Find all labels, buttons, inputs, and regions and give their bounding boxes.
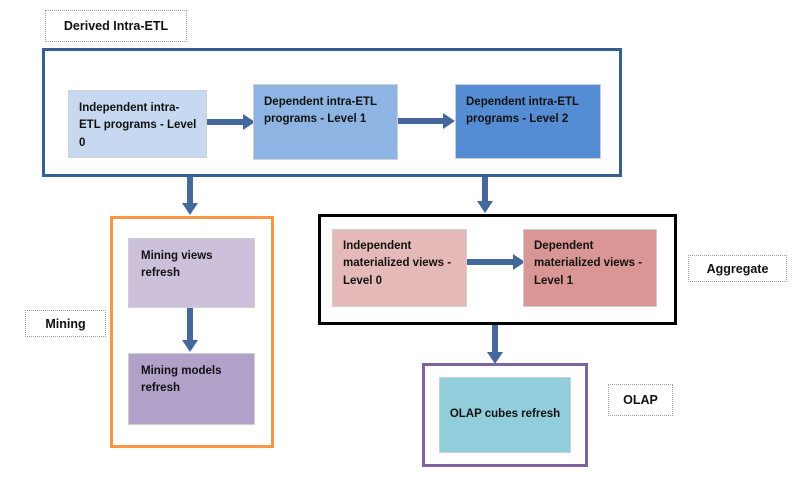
node-mining-models-refresh: Mining models refresh (128, 353, 255, 425)
arrow-level0-to-level1-shaft (207, 119, 243, 125)
arrow-level0-to-level1-head (243, 114, 255, 130)
label-derived-intra-etl: Derived Intra-ETL (45, 10, 187, 42)
arrow-etl-to-mining-shaft (187, 177, 193, 204)
arrow-aggregate-to-olap-shaft (492, 325, 498, 353)
arrow-aggregate-to-olap-head (487, 352, 503, 364)
arrow-mining-views-to-models-shaft (187, 308, 193, 340)
arrow-etl-to-mining-head (182, 203, 198, 215)
label-mining: Mining (25, 310, 106, 337)
arrow-etl-to-aggregate-shaft (482, 177, 488, 202)
node-olap-cubes-refresh: OLAP cubes refresh (439, 377, 571, 453)
arrow-etl-to-aggregate-head (477, 201, 493, 213)
arrow-mv-level0-to-level1-head (513, 254, 525, 270)
arrow-mining-views-to-models-head (182, 340, 198, 352)
label-olap: OLAP (608, 384, 673, 416)
node-dependent-intra-etl-level1: Dependent intra-ETL programs - Level 1 (253, 84, 398, 160)
node-dependent-intra-etl-level2: Dependent intra-ETL programs - Level 2 (455, 84, 601, 159)
node-mining-views-refresh: Mining views refresh (128, 238, 255, 308)
arrow-mv-level0-to-level1-shaft (467, 259, 513, 265)
label-aggregate: Aggregate (688, 255, 787, 282)
arrow-level1-to-level2-head (443, 113, 455, 129)
node-dependent-materialized-views-level1: Dependent materialized views - Level 1 (523, 229, 657, 307)
node-independent-intra-etl-level0: Independent intra-ETL programs - Level 0 (68, 90, 207, 158)
arrow-level1-to-level2-shaft (398, 118, 443, 124)
node-independent-materialized-views-level0: Independent materialized views - Level 0 (332, 229, 467, 307)
